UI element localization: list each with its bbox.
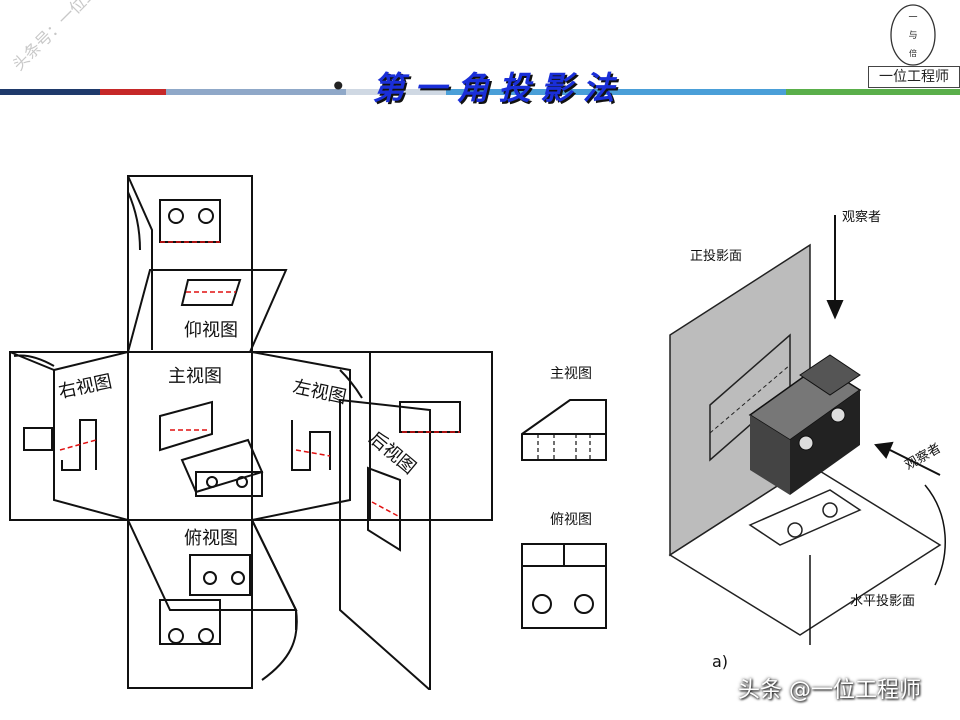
stripe-segment bbox=[346, 89, 446, 95]
label-observer-side: 观察者 bbox=[903, 441, 944, 473]
label-front: 主视图 bbox=[168, 366, 222, 387]
footer-watermark: 头条 @一位工程师 bbox=[738, 678, 921, 703]
label-bottom: 俯视图 bbox=[184, 528, 238, 549]
stripe-segment bbox=[100, 89, 166, 95]
stripe-segment bbox=[0, 89, 100, 95]
stripe-segment bbox=[166, 89, 346, 95]
orthographic-views: 主视图 俯视图 bbox=[521, 366, 607, 629]
header-stripe bbox=[0, 89, 960, 95]
label-frontal-plane: 正投影面 bbox=[690, 248, 742, 264]
label-top-view-up: 仰视图 bbox=[184, 320, 238, 341]
svg-text:与: 与 bbox=[908, 30, 917, 41]
label-left: 左视图 bbox=[291, 376, 348, 408]
watermark: 头条号：一位工程师 bbox=[8, 0, 125, 75]
bullet-icon: • bbox=[330, 69, 347, 103]
stripe-segment bbox=[446, 89, 786, 95]
label-right: 右视图 bbox=[57, 371, 114, 403]
caption: a) bbox=[712, 652, 728, 671]
label-middle-top: 俯视图 bbox=[550, 512, 592, 528]
label-horizontal-plane: 水平投影面 bbox=[850, 593, 915, 609]
page-title: 第一角投影法 bbox=[372, 69, 625, 107]
label-observer-top: 观察者 bbox=[842, 210, 881, 225]
isometric-diagram: 正投影面 观察者 观察者 水平投影面 a) bbox=[668, 210, 946, 671]
logo-label: 一位工程师 bbox=[868, 66, 960, 88]
svg-text:一: 一 bbox=[908, 13, 917, 23]
stripe-segment bbox=[786, 89, 960, 95]
label-middle-front: 主视图 bbox=[550, 366, 592, 382]
svg-text:倍: 倍 bbox=[909, 48, 917, 58]
logo: 一 与 倍 bbox=[890, 4, 936, 66]
title-row: • 第一角投影法 bbox=[330, 66, 625, 107]
unfolded-box-diagram: 仰视图 主视图 右视图 左视图 后视图 俯视图 bbox=[9, 175, 493, 690]
